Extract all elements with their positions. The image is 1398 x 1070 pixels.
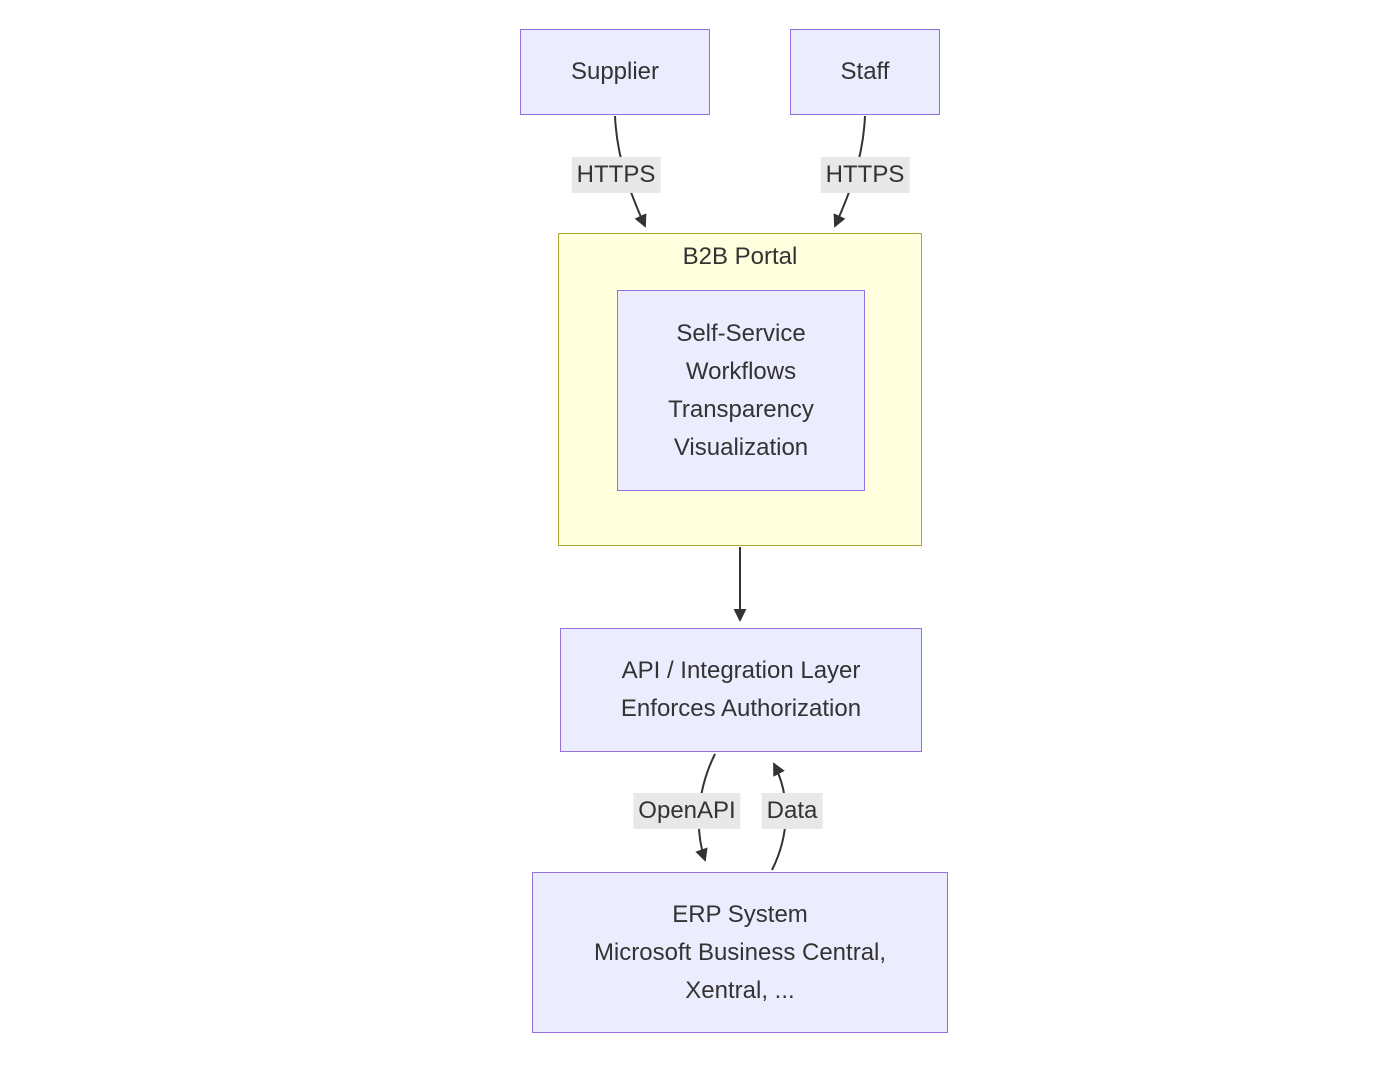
- edge-label-https-supplier: HTTPS: [571, 157, 661, 193]
- node-supplier: Supplier: [520, 29, 710, 115]
- api-layer-subtitle-line: Enforces Authorization: [620, 695, 862, 722]
- node-portal-features: Self-Service Workflows Transparency Visu…: [617, 290, 865, 491]
- feature-line-visualization: Visualization: [673, 433, 809, 461]
- node-supplier-label: Supplier: [570, 58, 660, 85]
- erp-title-line: ERP System: [672, 900, 808, 928]
- feature-line-workflows: Workflows: [685, 357, 797, 385]
- edge-label-https-staff: HTTPS: [820, 157, 910, 193]
- cluster-b2b-portal-title: B2B Portal: [682, 243, 798, 270]
- erp-products-line-2: Xentral, ...: [685, 976, 795, 1004]
- api-layer-title-line: API / Integration Layer: [621, 657, 861, 684]
- node-staff: Staff: [790, 29, 940, 115]
- node-staff-label: Staff: [840, 58, 890, 85]
- feature-line-transparency: Transparency: [668, 395, 814, 423]
- node-erp-system: ERP System Microsoft Business Central, X…: [532, 872, 948, 1033]
- edge-label-openapi: OpenAPI: [633, 793, 741, 829]
- erp-products-line: Microsoft Business Central,: [593, 938, 887, 966]
- edge-label-data: Data: [761, 793, 823, 829]
- node-api-integration-layer: API / Integration Layer Enforces Authori…: [560, 628, 922, 752]
- feature-line-self-service: Self-Service: [676, 319, 806, 347]
